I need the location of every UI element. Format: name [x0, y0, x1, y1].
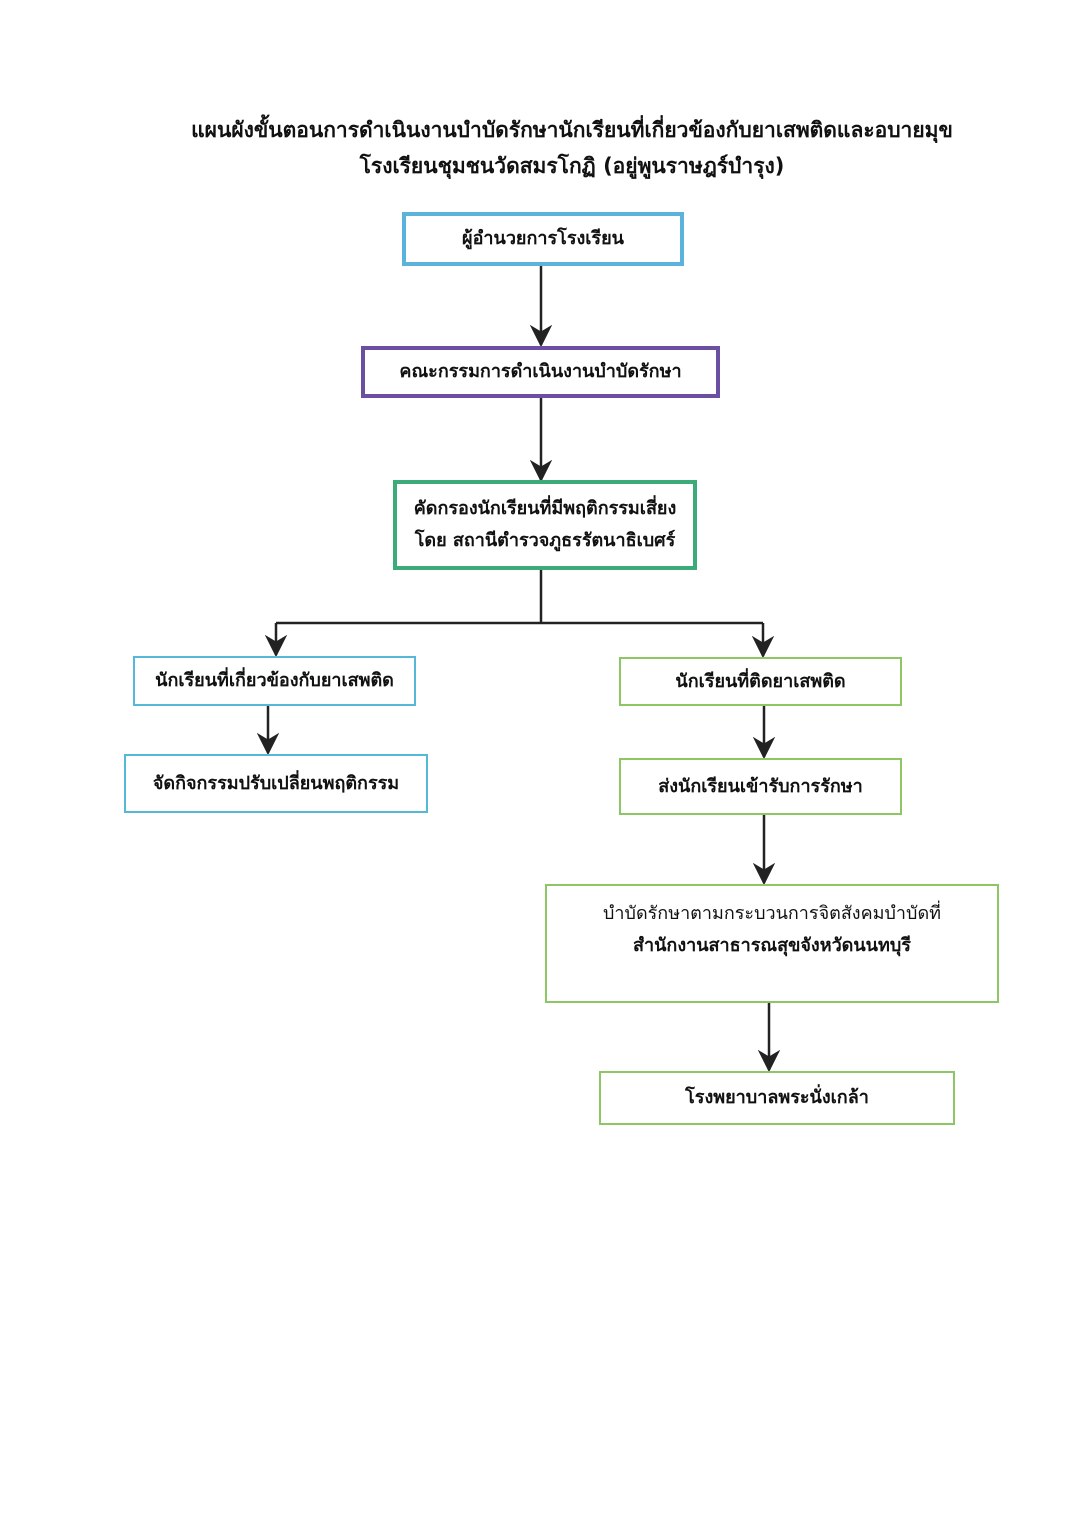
node-committee-label: คณะกรรมการดำเนินงานบำบัดรักษา — [399, 361, 682, 382]
title-line-2: โรงเรียนชุมชนวัดสมรโกฏิ (อยู่พูนราษฎร์บำ… — [359, 154, 785, 178]
node-therapy: บำบัดรักษาตามกระบวนการจิตสังคมบำบัดที่ ส… — [545, 884, 999, 1003]
node-send-for-treatment: ส่งนักเรียนเข้ารับการรักษา — [619, 758, 902, 815]
node-related-students: นักเรียนที่เกี่ยวข้องกับยาเสพติด — [133, 656, 416, 706]
node-director-label: ผู้อำนวยการโรงเรียน — [462, 228, 624, 249]
node-hospital-label: โรงพยาบาลพระนั่งเกล้า — [685, 1087, 869, 1108]
node-committee: คณะกรรมการดำเนินงานบำบัดรักษา — [361, 346, 720, 398]
node-therapy-line-2: สำนักงานสาธารณสุขจังหวัดนนทบุรี — [633, 935, 911, 956]
node-addicted-students-label: นักเรียนที่ติดยาเสพติด — [675, 670, 846, 692]
title-line-1: แผนผังขั้นตอนการดำเนินงานบำบัดรักษานักเร… — [191, 118, 953, 142]
node-hospital: โรงพยาบาลพระนั่งเกล้า — [599, 1071, 955, 1125]
node-screening-line-2: โดย สถานีตำรวจภูธรรัตนาธิเบศร์ — [414, 530, 676, 551]
node-director: ผู้อำนวยการโรงเรียน — [402, 212, 684, 266]
node-behavior-activities-label: จัดกิจกรรมปรับเปลี่ยนพฤติกรรม — [152, 772, 400, 794]
node-send-for-treatment-label: ส่งนักเรียนเข้ารับการรักษา — [658, 775, 863, 797]
node-behavior-activities: จัดกิจกรรมปรับเปลี่ยนพฤติกรรม — [124, 754, 428, 813]
node-screening-line-1: คัดกรองนักเรียนที่มีพฤติกรรมเสี่ยง — [413, 498, 677, 519]
node-addicted-students: นักเรียนที่ติดยาเสพติด — [619, 657, 902, 706]
node-screening: คัดกรองนักเรียนที่มีพฤติกรรมเสี่ยง โดย ส… — [393, 480, 697, 570]
node-therapy-line-1: บำบัดรักษาตามกระบวนการจิตสังคมบำบัดที่ — [602, 903, 942, 924]
chart-title: แผนผังขั้นตอนการดำเนินงานบำบัดรักษานักเร… — [0, 112, 1074, 184]
node-related-students-label: นักเรียนที่เกี่ยวข้องกับยาเสพติด — [155, 670, 394, 691]
